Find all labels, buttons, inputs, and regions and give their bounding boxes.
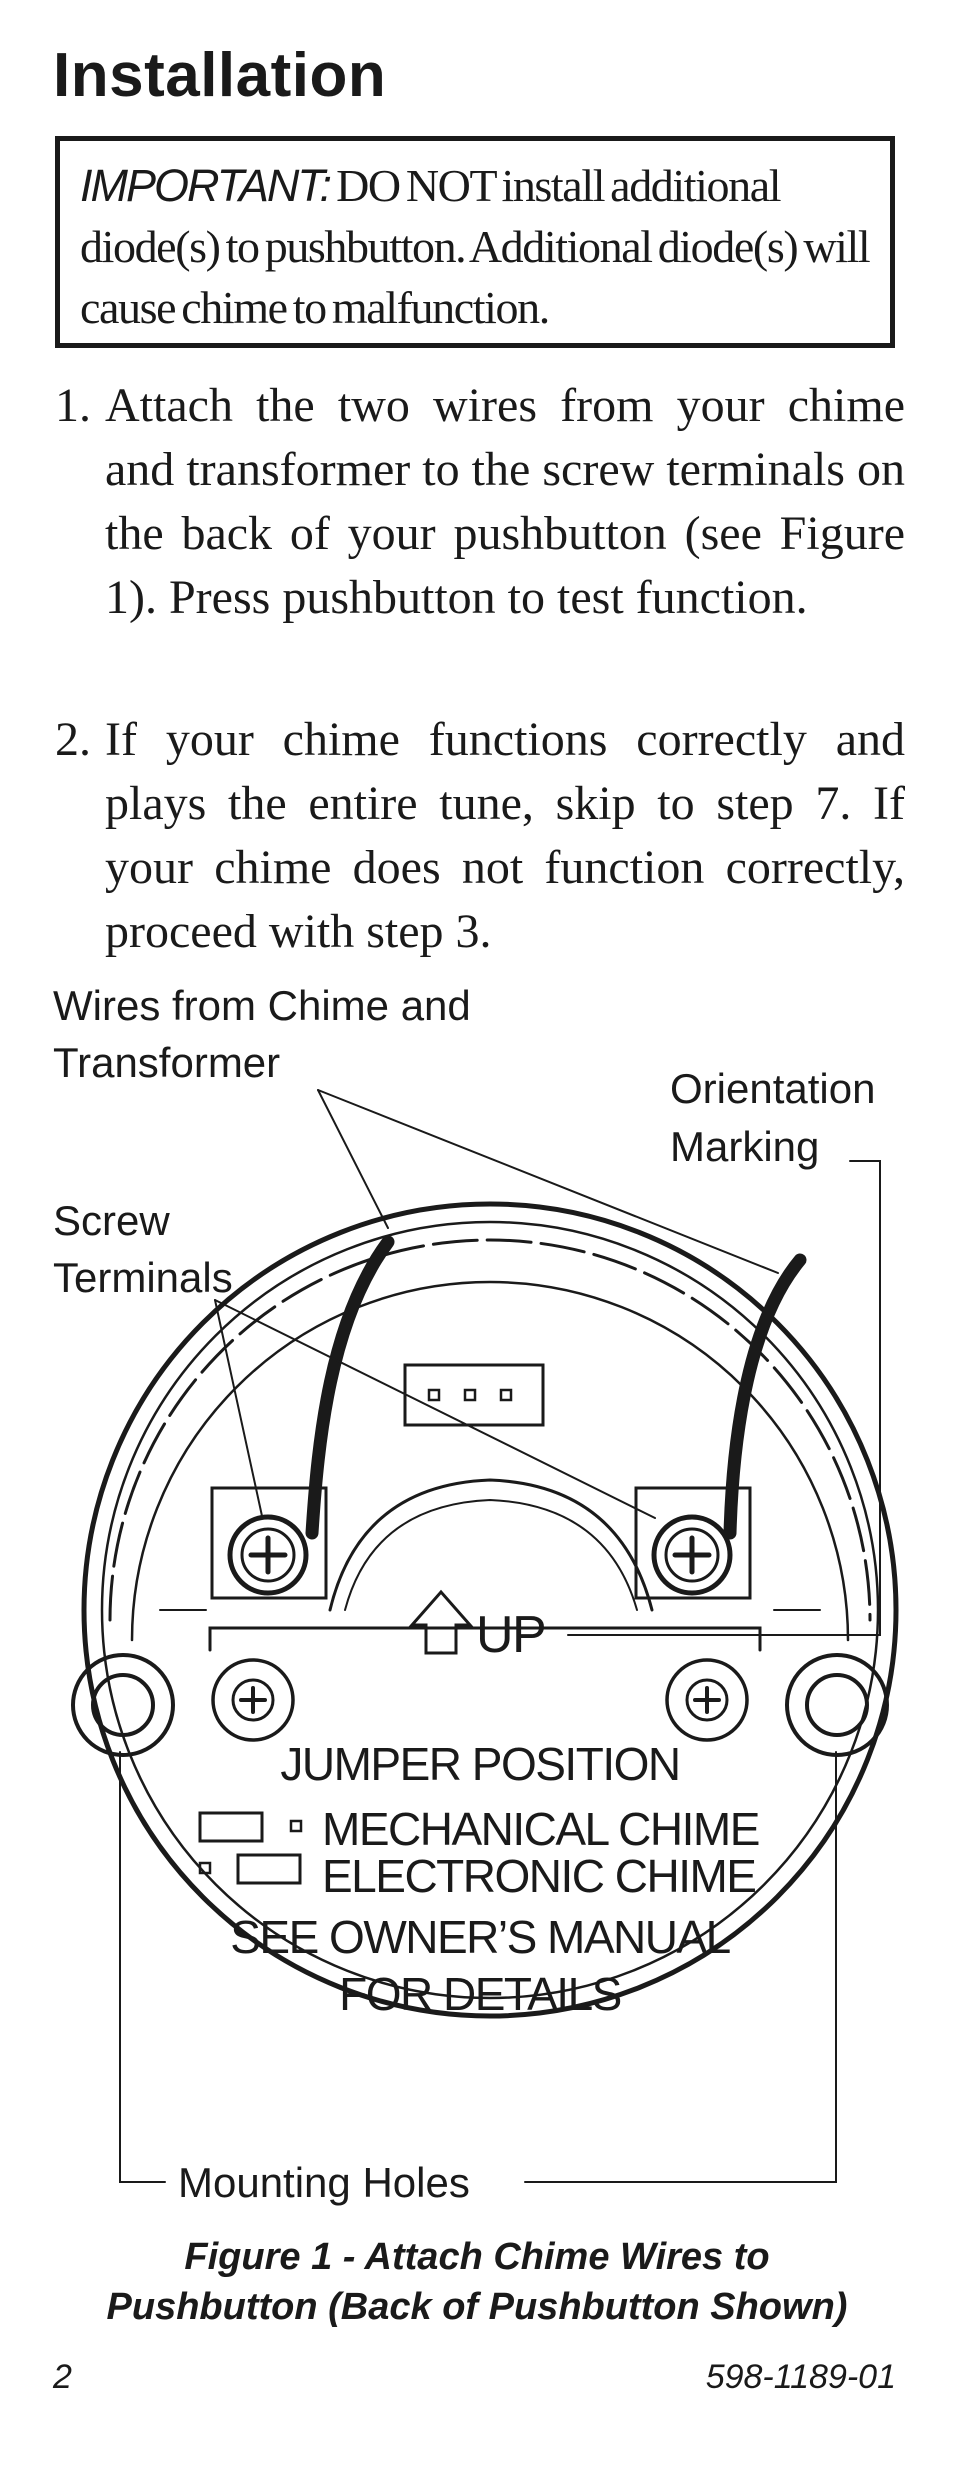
up-label: UP [476,1606,545,1664]
screw-terminals-label: Screw [53,1197,170,1244]
jumper-position-title: JUMPER POSITION [280,1738,679,1790]
step-text: If your chime functions correctly and pl… [105,713,905,958]
instruction-step-1: 1. Attach the two wires from your chime … [55,374,905,630]
wire-left [305,1235,395,1540]
mechanical-chime-option: MECHANICAL CHIME [322,1803,759,1855]
housing-outer-ring [81,1201,899,2019]
document-code: 598-1189-01 [705,2358,896,2396]
important-label: IMPORTANT: [80,160,332,211]
step-number: 2. [55,713,91,766]
step-number: 1. [55,379,91,432]
wires-label: Wires from Chime and [53,982,471,1029]
important-text: DO NOT install additional diode(s) to pu… [80,160,871,333]
screw-terminals-label: Terminals [53,1254,233,1301]
right-mounting-hole [805,1673,869,1737]
lower-plate-edge [208,1626,762,1652]
jumper-mechanical-icon [198,1811,264,1843]
up-arrow-icon [408,1589,474,1655]
right-plate-screw [665,1658,749,1742]
housing-groove [108,1238,872,1622]
right-mounting-hole-outer [785,1653,889,1757]
right-terminal-block [634,1486,752,1600]
housing-inner-ring [100,1220,880,2000]
jumper-electronic-icon [236,1853,302,1885]
terminal-housing [130,1280,850,1642]
important-notice-box: IMPORTANT: DO NOT install additional dio… [55,136,895,348]
left-mounting-hole-outer [71,1653,175,1757]
section-heading: Installation [53,41,387,110]
owners-manual-note: SEE OWNER’S MANUAL [230,1911,730,1963]
right-terminal-screw [651,1514,733,1596]
orientation-label: Orientation [670,1065,875,1112]
caption-line: Figure 1 - Attach Chime Wires to [184,2236,770,2278]
left-plate-screw [211,1658,295,1742]
figure-caption: Figure 1 - Attach Chime Wires to Pushbut… [0,2232,954,2332]
callout-leader-lines [119,1089,881,2183]
caption-line: Pushbutton (Back of Pushbutton Shown) [106,2286,848,2328]
instruction-step-2: 2. If your chime functions correctly and… [55,708,905,964]
left-terminal-screw [227,1514,309,1596]
orientation-label: Marking [670,1123,819,1170]
mounting-holes-label: Mounting Holes [178,2159,470,2206]
left-terminal-block [210,1486,328,1600]
left-mounting-hole [91,1673,155,1737]
wires-label: Transformer [53,1039,280,1086]
page-number: 2 [53,2358,72,2396]
step-text: Attach the two wires from your chime and… [105,379,905,624]
pushbutton-back-diagram: Wires from Chime and Transformer Orienta… [53,982,899,2206]
wire-right [723,1253,807,1540]
center-arch [328,1478,654,1612]
owners-manual-note: FOR DETAILS [339,1968,621,2020]
electronic-chime-option: ELECTRONIC CHIME [322,1850,755,1902]
